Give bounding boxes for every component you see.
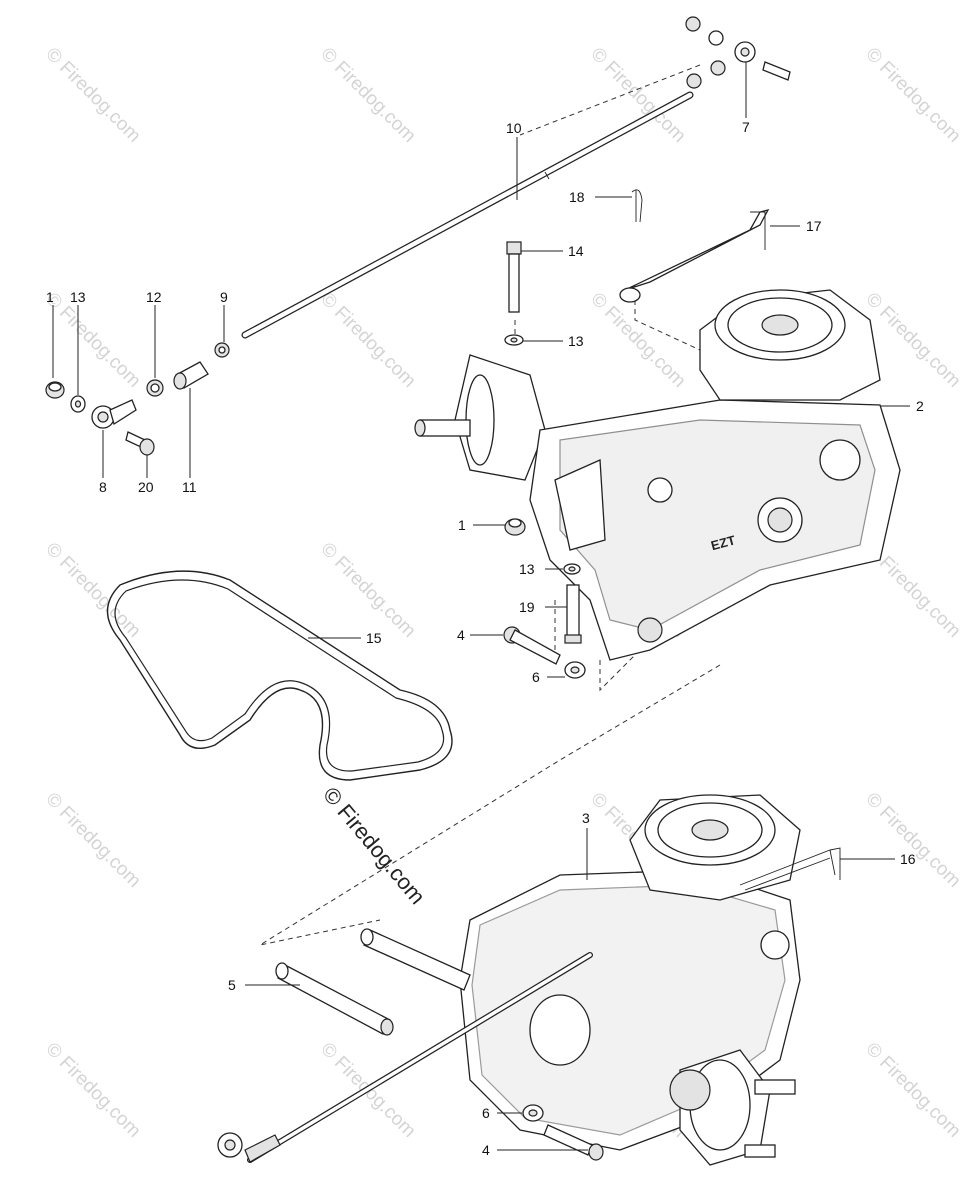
assembly-lines — [259, 64, 721, 946]
callout-8: 8 — [99, 479, 107, 495]
watermark: © Firedog.com — [41, 1039, 144, 1142]
bypass-rod-17 — [619, 209, 770, 303]
watermark: © Firedog.com — [41, 789, 144, 892]
bypass-rod-16 — [739, 847, 841, 891]
nut-1 — [45, 381, 65, 399]
transaxle-right: EZT — [414, 289, 901, 661]
watermark: © Firedog.com — [316, 289, 419, 392]
hairpin-clip-18 — [631, 189, 643, 223]
callout-11: 11 — [182, 479, 197, 495]
nut-1b — [504, 518, 526, 536]
bolt-20 — [125, 431, 155, 456]
washer-6b — [522, 1104, 544, 1122]
rod-end-hardware-left — [45, 342, 230, 456]
watermark: © Firedog.com — [41, 289, 144, 392]
callout-12: 12 — [146, 289, 162, 305]
watermark: © Firedog.com — [316, 539, 419, 642]
callout-4: 4 — [482, 1142, 490, 1158]
leader-lines — [52, 62, 910, 1151]
stud-19 — [564, 584, 582, 644]
callout-20: 20 — [138, 479, 154, 495]
callout-2: 2 — [916, 398, 924, 414]
callout-13: 13 — [568, 333, 584, 349]
watermark: © Firedog.com — [861, 1039, 964, 1142]
callout-3: 3 — [582, 810, 590, 826]
callout-16: 16 — [900, 851, 916, 867]
callout-19: 19 — [519, 599, 535, 615]
bolt-14 — [504, 241, 524, 346]
drive-belt — [106, 570, 453, 781]
washer-13c — [563, 563, 581, 575]
callout-1: 1 — [458, 517, 466, 533]
control-rod — [241, 91, 694, 339]
bolt-4a — [503, 626, 561, 665]
callout-18: 18 — [569, 189, 585, 205]
callout-1: 1 — [46, 289, 54, 305]
watermark: © Firedog.com — [861, 789, 964, 892]
callout-14: 14 — [568, 243, 584, 259]
watermark: © Firedog.com — [316, 44, 419, 147]
callout-13: 13 — [519, 561, 535, 577]
watermark: © Firedog.com — [586, 44, 689, 147]
rod-end-hardware-right — [685, 16, 791, 89]
axle-spacer-5 — [275, 928, 471, 1036]
callout-9: 9 — [220, 289, 228, 305]
callout-labels: 1 13 12 9 8 20 11 10 7 18 17 14 13 2 1 1… — [46, 119, 924, 1158]
callout-17: 17 — [806, 218, 822, 234]
coupler-11 — [173, 361, 209, 390]
control-rod-lower — [217, 952, 593, 1163]
transaxle-left — [459, 794, 801, 1166]
callout-13: 13 — [70, 289, 86, 305]
washer-6a — [564, 661, 586, 679]
callout-10: 10 — [506, 120, 522, 136]
callout-6: 6 — [532, 669, 540, 685]
watermark: © Firedog.com — [861, 44, 964, 147]
washer-13 — [70, 395, 86, 413]
bolt-4b — [543, 1124, 604, 1161]
callout-15: 15 — [366, 630, 382, 646]
callout-6: 6 — [482, 1105, 490, 1121]
callout-5: 5 — [228, 977, 236, 993]
watermark-center: © Firedog.com — [318, 782, 430, 909]
nut-12 — [146, 379, 164, 397]
nut-9 — [214, 342, 230, 358]
callout-4: 4 — [457, 627, 465, 643]
callout-7: 7 — [742, 119, 750, 135]
watermark: © Firedog.com — [586, 289, 689, 392]
watermark: © Firedog.com — [41, 44, 144, 147]
svg-text:EZT: EZT — [709, 532, 737, 553]
ball-joint-8 — [91, 399, 137, 429]
